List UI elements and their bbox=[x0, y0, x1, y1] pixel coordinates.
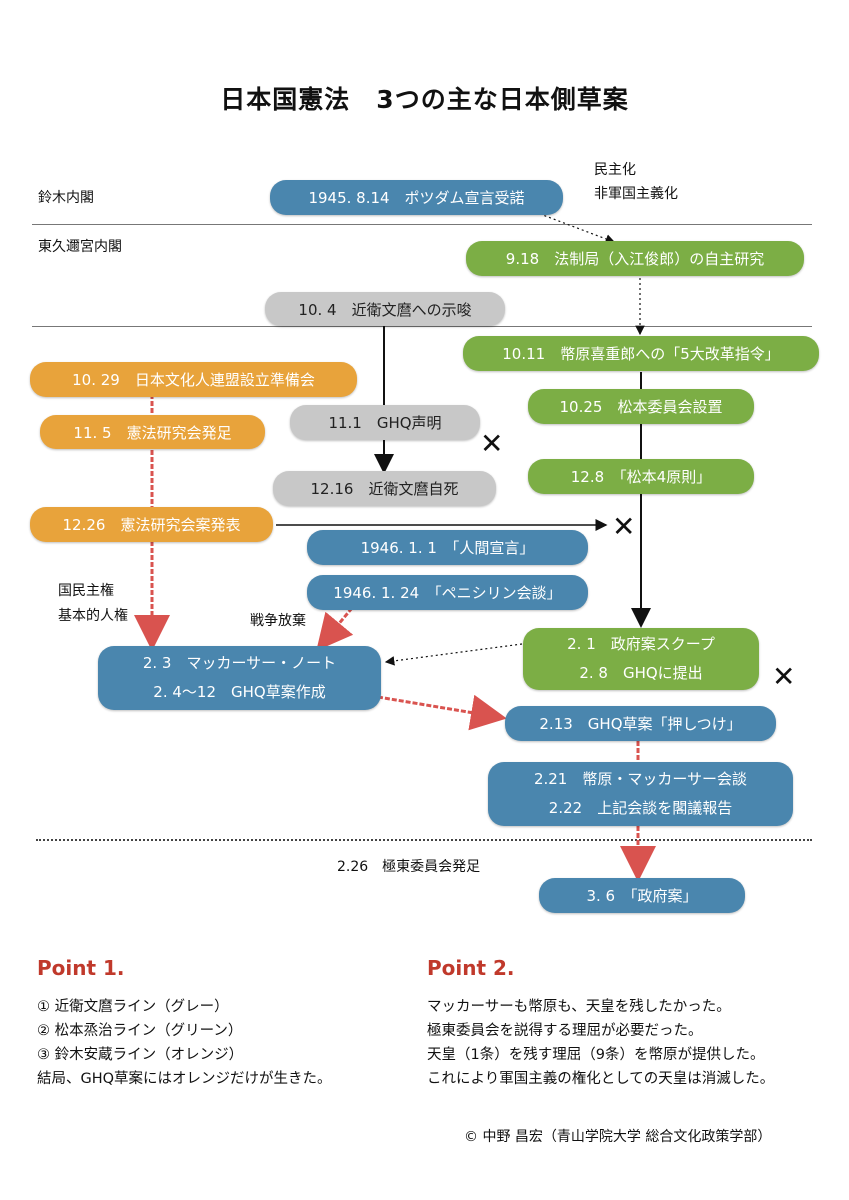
x-mark-gov-draft-scoop: ✕ bbox=[772, 660, 796, 693]
node-ghq-statement: 11.1 GHQ声明 bbox=[290, 405, 480, 440]
label-far-east-commission: 2.26 極東委員会発足 bbox=[337, 859, 481, 875]
node-kenpo-kenkyukai: 11. 5 憲法研究会発足 bbox=[40, 415, 265, 449]
node-shidehara-macarthur-meeting: 2.21 幣原・マッカーサー会談 2.22 上記会談を閣議報告 bbox=[488, 762, 793, 826]
node-matsumoto-4-principles: 12.8 「松本4原則」 bbox=[528, 459, 754, 494]
point1-line-2: ② 松本烝治ライン（グリーン） bbox=[37, 1023, 243, 1039]
arrow-potsdam-to-hoseikyoku bbox=[534, 211, 616, 244]
node-hoseikyoku: 9.18 法制局（入江俊郎）の自主研究 bbox=[466, 241, 804, 276]
node-ningen-sengen: 1946. 1. 1 「人間宣言」 bbox=[307, 530, 588, 565]
label-popular-sovereignty: 国民主権 bbox=[58, 583, 114, 599]
node-shidehara-5-reforms: 10.11 幣原喜重郎への「5大改革指令」 bbox=[463, 336, 819, 371]
label-higashikuni-cabinet: 東久邇宮内閣 bbox=[38, 239, 122, 255]
node-government-draft: 3. 6 「政府案」 bbox=[539, 878, 745, 913]
point2-line-4: これにより軍国主義の権化としての天皇は消滅した。 bbox=[427, 1071, 775, 1087]
node-konoe-death: 12.16 近衛文麿自死 bbox=[273, 471, 496, 506]
node-matsumoto-committee: 10.25 松本委員会設置 bbox=[528, 389, 754, 424]
cabinet-divider-1 bbox=[32, 224, 812, 225]
point2-line-2: 極東委員会を説得する理屈が必要だった。 bbox=[427, 1023, 703, 1039]
label-war-renunciation: 戦争放棄 bbox=[250, 613, 306, 629]
timeline-dotted-divider bbox=[36, 839, 812, 841]
point1-line-3: ③ 鈴木安蔵ライン（オレンジ） bbox=[37, 1047, 244, 1063]
node-macarthur-note: 2. 3 マッカーサー・ノート 2. 4〜12 GHQ草案作成 bbox=[98, 646, 381, 710]
point2-line-1: マッカーサーも幣原も、天皇を残したかった。 bbox=[427, 999, 731, 1015]
node-konoe-hint: 10. 4 近衛文麿への示唆 bbox=[265, 292, 505, 326]
macarthur-note-line-2: 2. 4〜12 GHQ草案作成 bbox=[153, 683, 326, 701]
label-demilitarization: 非軍国主義化 bbox=[594, 186, 678, 202]
x-mark-kenpo-draft: ✕ bbox=[612, 510, 636, 543]
arrow-penicillin-to-mac-note bbox=[316, 607, 354, 651]
label-suzuki-cabinet: 鈴木内閣 bbox=[38, 190, 94, 206]
point1-line-4: 結局、GHQ草案にはオレンジだけが生きた。 bbox=[37, 1071, 332, 1087]
label-democratization: 民主化 bbox=[594, 162, 636, 178]
node-gov-draft-scoop: 2. 1 政府案スクープ 2. 8 GHQに提出 bbox=[523, 628, 759, 690]
point2-line-3: 天皇（1条）を残す理屈（9条）を幣原が提供した。 bbox=[427, 1047, 765, 1063]
point2-heading: Point 2. bbox=[427, 956, 515, 980]
node-ghq-draft-oshitsuke: 2.13 GHQ草案「押しつけ」 bbox=[505, 706, 776, 741]
node-kenpo-draft-announce: 12.26 憲法研究会案発表 bbox=[30, 507, 273, 542]
point1-line-1: ① 近衛文麿ライン（グレー） bbox=[37, 999, 229, 1015]
gov-draft-scoop-line-1: 2. 1 政府案スクープ bbox=[567, 635, 715, 653]
gov-draft-scoop-line-2: 2. 8 GHQに提出 bbox=[579, 664, 703, 682]
label-human-rights: 基本的人権 bbox=[58, 608, 128, 624]
meeting-line-2: 2.22 上記会談を閣議報告 bbox=[548, 799, 733, 817]
node-potsdam: 1945. 8.14 ポツダム宣言受諾 bbox=[270, 180, 563, 215]
meeting-line-1: 2.21 幣原・マッカーサー会談 bbox=[533, 770, 748, 788]
arrow-mac-note-to-oshitsuke bbox=[377, 694, 507, 731]
x-mark-konoe: ✕ bbox=[480, 427, 504, 460]
macarthur-note-line-1: 2. 3 マッカーサー・ノート bbox=[142, 654, 337, 672]
cabinet-divider-2 bbox=[32, 326, 812, 327]
author-credit: © 中野 昌宏（青山学院大学 総合文化政策学部） bbox=[464, 1129, 772, 1145]
node-penicillin-talks: 1946. 1. 24 「ペニシリン会談」 bbox=[307, 575, 588, 610]
page-title: 日本国憲法 3つの主な日本側草案 bbox=[220, 85, 629, 114]
node-bunkajin-renmei: 10. 29 日本文化人連盟設立準備会 bbox=[30, 362, 357, 397]
arrow-gov-scoop-to-mac-note bbox=[384, 643, 523, 666]
point1-heading: Point 1. bbox=[37, 956, 125, 980]
